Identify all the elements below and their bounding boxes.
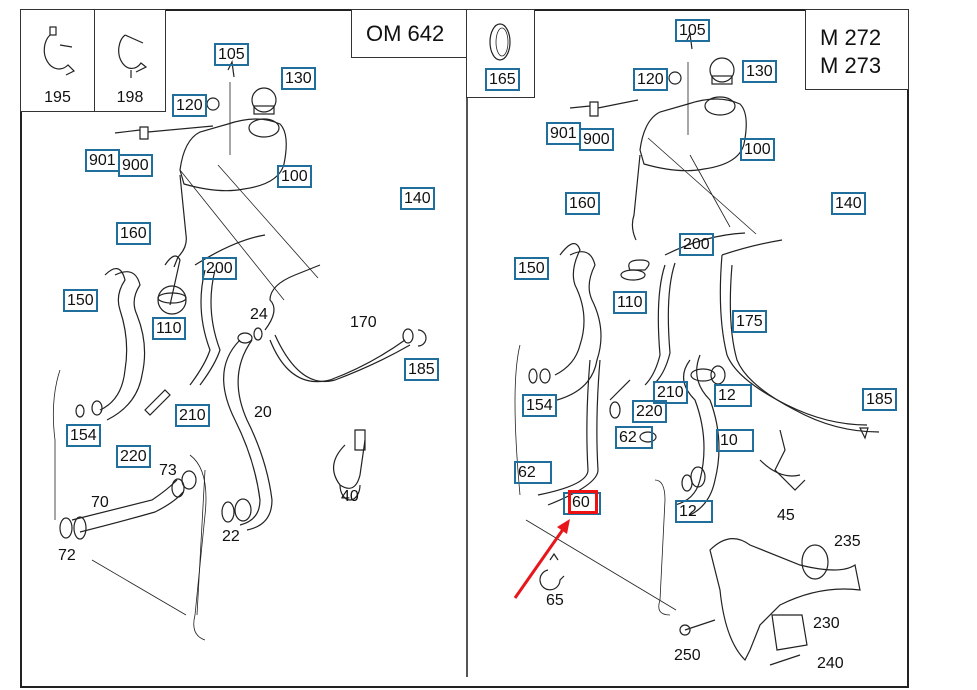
callout-165[interactable]: 165 bbox=[485, 68, 520, 91]
left-expansion-tank bbox=[114, 59, 319, 301]
callout-220-r[interactable]: 220 bbox=[632, 400, 667, 423]
part-label-195: 195 bbox=[44, 89, 71, 106]
callout-210-r[interactable]: 210 bbox=[653, 381, 688, 404]
callout-185-r[interactable]: 185 bbox=[862, 388, 897, 411]
callout-200[interactable]: 200 bbox=[202, 257, 237, 280]
callout-73[interactable]: 73 bbox=[159, 462, 177, 479]
callout-130-r[interactable]: 130 bbox=[742, 60, 777, 83]
callout-12-bottom[interactable]: 12 bbox=[675, 500, 713, 523]
callout-175[interactable]: 175 bbox=[732, 310, 767, 333]
callout-120[interactable]: 120 bbox=[172, 94, 207, 117]
highlight-arrow bbox=[513, 519, 570, 599]
callout-220[interactable]: 220 bbox=[116, 445, 151, 468]
callout-154[interactable]: 154 bbox=[66, 424, 101, 447]
left-hoses bbox=[52, 234, 427, 641]
callout-235[interactable]: 235 bbox=[834, 533, 861, 550]
callout-110-r[interactable]: 110 bbox=[613, 291, 647, 314]
engine-label-om642: OM 642 bbox=[351, 9, 467, 58]
part-label-198: 198 bbox=[116, 89, 144, 106]
callout-24[interactable]: 24 bbox=[250, 306, 268, 323]
engine-label-m272-m273: M 272 M 273 bbox=[805, 9, 909, 90]
callout-72[interactable]: 72 bbox=[58, 547, 76, 564]
callout-250[interactable]: 250 bbox=[674, 647, 701, 664]
callout-100[interactable]: 100 bbox=[277, 165, 312, 188]
callout-130[interactable]: 130 bbox=[281, 67, 316, 90]
callout-65[interactable]: 65 bbox=[546, 592, 564, 609]
callout-901[interactable]: 901 bbox=[85, 149, 120, 172]
clamp-165-icon bbox=[489, 23, 511, 61]
callout-100-r[interactable]: 100 bbox=[740, 138, 775, 161]
callout-154-r[interactable]: 154 bbox=[522, 394, 557, 417]
callout-140-r[interactable]: 140 bbox=[831, 192, 866, 215]
callout-110[interactable]: 110 bbox=[152, 317, 186, 340]
callout-170[interactable]: 170 bbox=[350, 314, 377, 331]
callout-900-r[interactable]: 900 bbox=[579, 128, 614, 151]
callout-20[interactable]: 20 bbox=[254, 404, 272, 421]
clamp-198-icon bbox=[118, 34, 148, 78]
callout-105-r[interactable]: 105 bbox=[675, 19, 710, 42]
callout-200-r[interactable]: 200 bbox=[679, 233, 714, 256]
callout-160-r[interactable]: 160 bbox=[565, 192, 600, 215]
callout-12-top[interactable]: 12 bbox=[714, 384, 752, 407]
callout-62-bottom[interactable]: 62 bbox=[514, 461, 552, 484]
engine-code-1: M 272 bbox=[820, 25, 882, 50]
callout-120-r[interactable]: 120 bbox=[633, 68, 668, 91]
panel-divider bbox=[466, 9, 468, 677]
callout-210[interactable]: 210 bbox=[175, 404, 210, 427]
callout-62-top[interactable]: 62 bbox=[615, 426, 653, 449]
callout-60-highlighted[interactable]: 60 bbox=[568, 490, 598, 514]
callout-150-r[interactable]: 150 bbox=[514, 257, 549, 280]
engine-code-2: M 273 bbox=[820, 53, 882, 78]
callout-70[interactable]: 70 bbox=[91, 494, 109, 511]
callout-140[interactable]: 140 bbox=[400, 187, 435, 210]
right-hoses bbox=[514, 232, 880, 666]
inset-cell-198: 198 bbox=[94, 9, 166, 112]
callout-22[interactable]: 22 bbox=[222, 528, 240, 545]
callout-60-outer bbox=[563, 492, 601, 515]
clamp-195-icon bbox=[43, 26, 76, 76]
right-expansion-tank bbox=[569, 31, 757, 241]
callout-105[interactable]: 105 bbox=[214, 43, 249, 66]
callout-160[interactable]: 160 bbox=[116, 222, 151, 245]
callout-240[interactable]: 240 bbox=[817, 655, 844, 672]
callout-10[interactable]: 10 bbox=[716, 429, 754, 452]
callout-185[interactable]: 185 bbox=[404, 358, 439, 381]
engine-code: OM 642 bbox=[366, 21, 445, 46]
callout-40[interactable]: 40 bbox=[341, 488, 359, 505]
callout-901-r[interactable]: 901 bbox=[546, 122, 581, 145]
callout-45[interactable]: 45 bbox=[777, 507, 795, 524]
callout-900[interactable]: 900 bbox=[118, 154, 153, 177]
callout-230[interactable]: 230 bbox=[813, 615, 840, 632]
callout-150[interactable]: 150 bbox=[63, 289, 98, 312]
inset-cell-165 bbox=[466, 9, 535, 98]
